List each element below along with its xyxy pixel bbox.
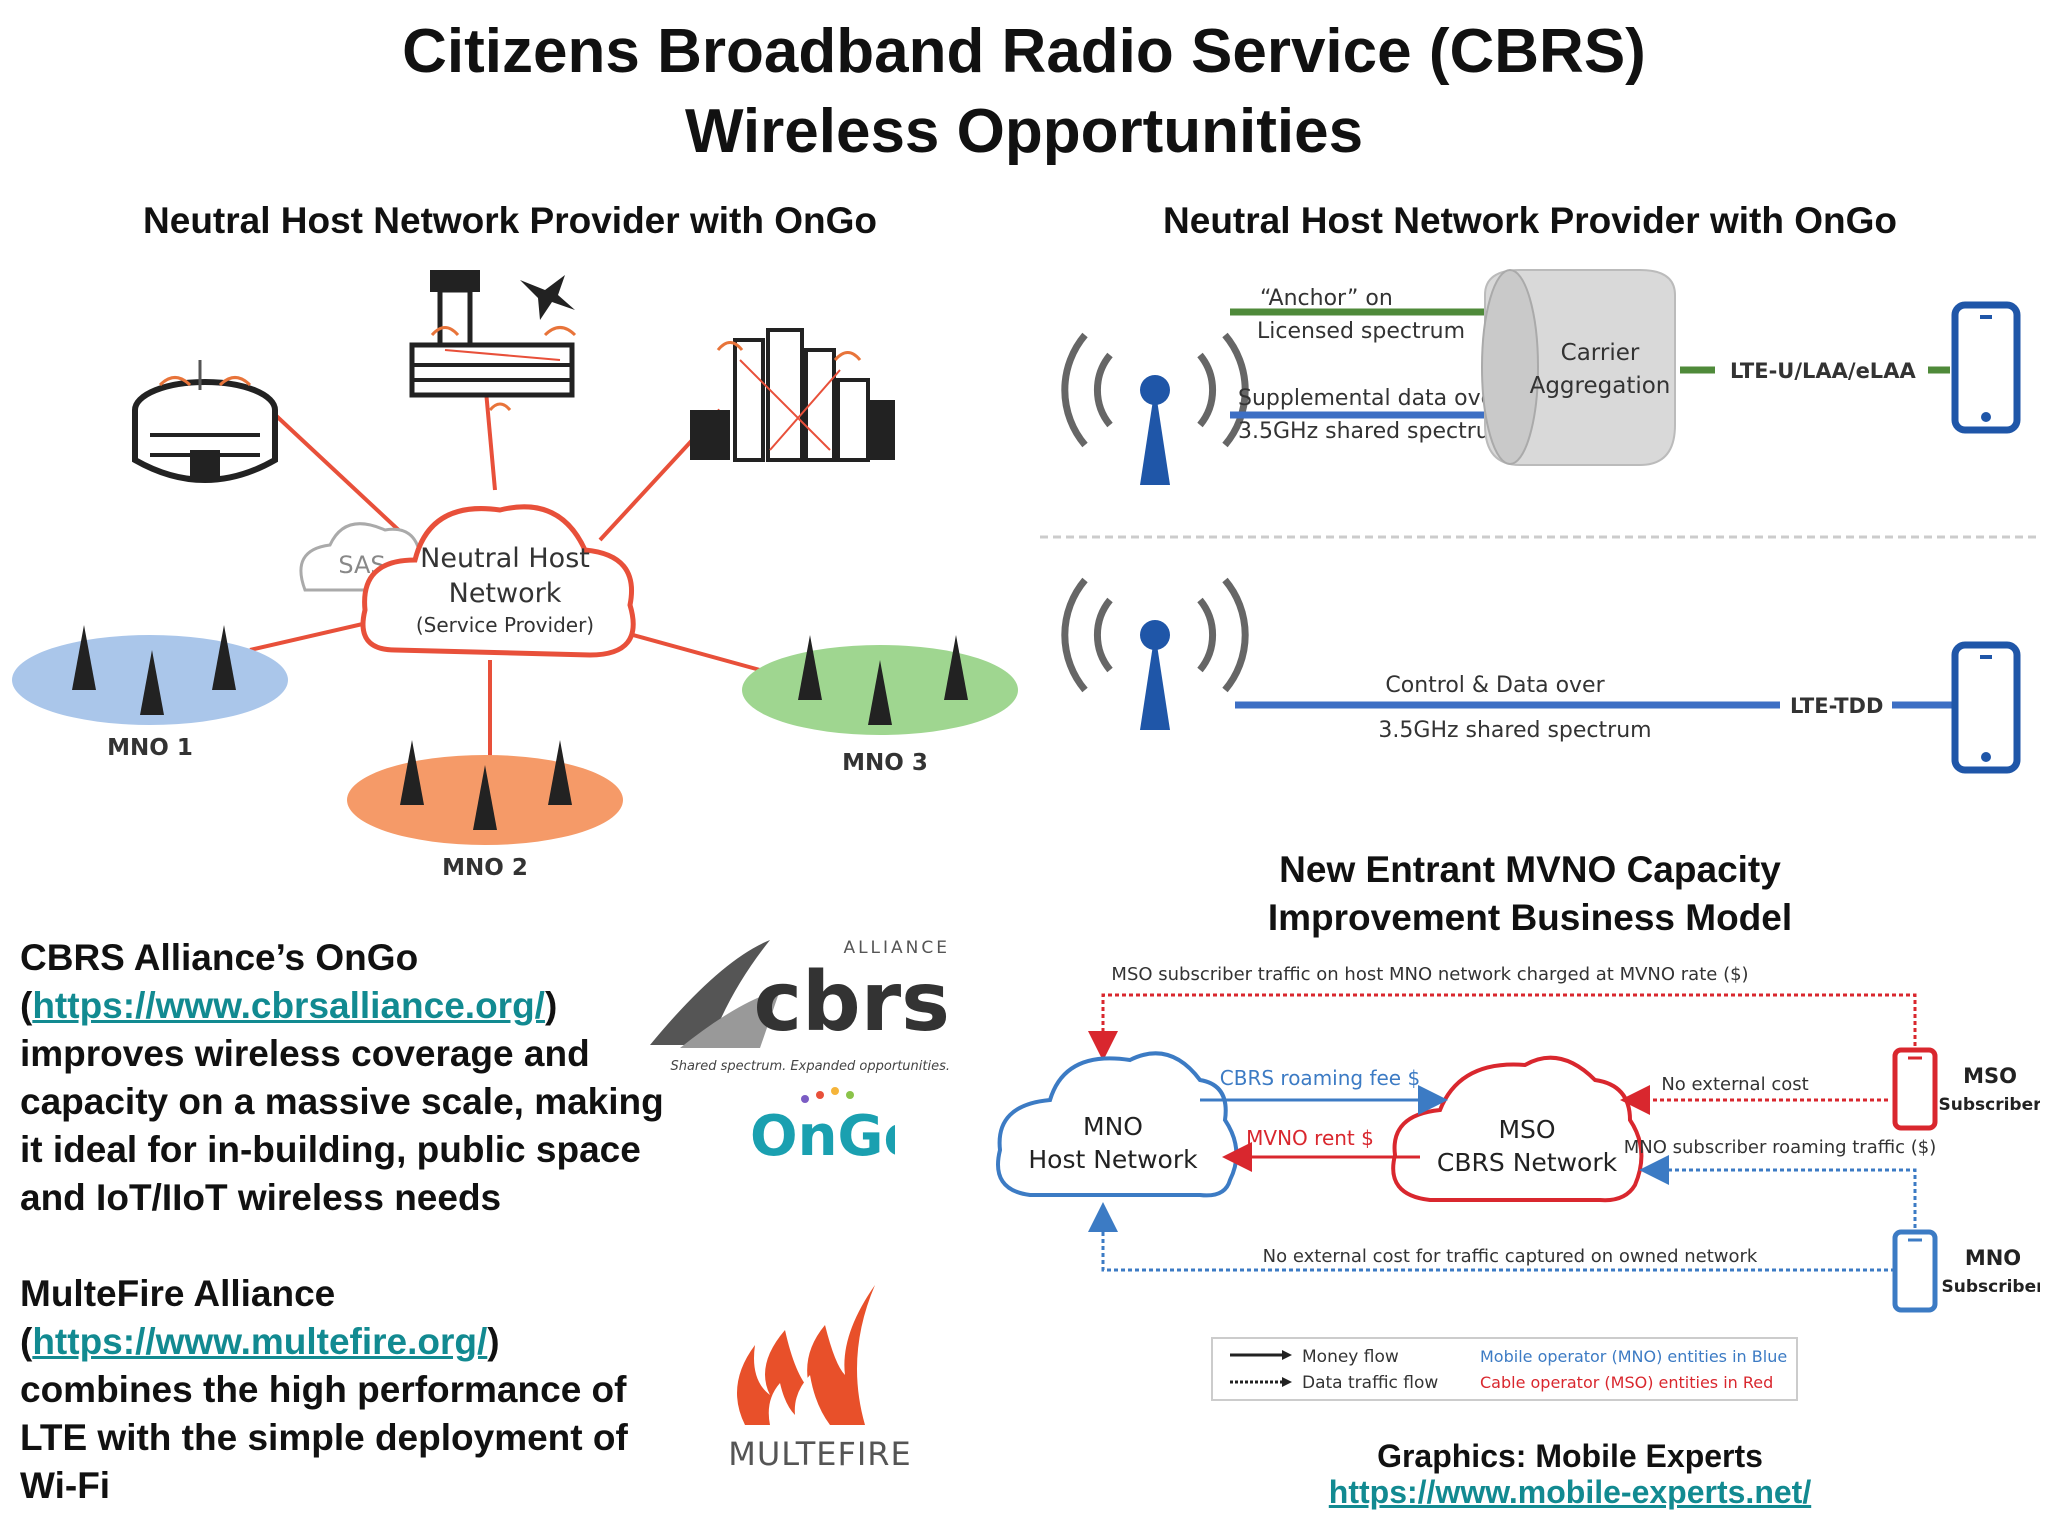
cbrs-description: CBRS Alliance’s OnGo (https://www.cbrsal… (20, 934, 720, 1222)
mvno-rent-label: MVNO rent $ (1246, 1126, 1374, 1150)
tower-icon-top (1061, 332, 1249, 485)
cbrs-line-3: improves wireless coverage and (20, 1033, 590, 1074)
mf-paren-open: ( (20, 1321, 33, 1362)
hub-line-2: Network (449, 578, 562, 609)
credits: Graphics: Mobile Experts https://www.mob… (1290, 1438, 1850, 1510)
legend-blue: Mobile operator (MNO) entities in Blue (1480, 1347, 1787, 1366)
cbrs-line-1: CBRS Alliance’s OnGo (20, 937, 419, 978)
anchor-line-1: “Anchor” on (1260, 286, 1393, 311)
mvno-heading-line-1: New Entrant MVNO Capacity (1279, 849, 1781, 890)
title-line-1: Citizens Broadband Radio Service (CBRS) (402, 17, 1646, 86)
mso-sub-line-2: Subscriber (1938, 1095, 2040, 1115)
mf-line-5: Wi-Fi (20, 1465, 111, 1506)
mf-line-1: MulteFire Alliance (20, 1273, 336, 1314)
legend-data: Data traffic flow (1302, 1373, 1438, 1393)
airport-icon (409, 270, 577, 412)
mvno-heading-line-2: Improvement Business Model (1267, 897, 1793, 938)
mf-line-3: combines the high performance of (20, 1369, 627, 1410)
multefire-description: MulteFire Alliance (https://www.multefir… (20, 1270, 720, 1510)
mno1-label: MNO 1 (107, 735, 193, 761)
mf-line-4: LTE with the simple deployment of (20, 1417, 628, 1458)
phone-icon-top (1951, 301, 2021, 434)
mso-phone-icon (1892, 1047, 1938, 1131)
control-line-2: 3.5GHz shared spectrum (1378, 718, 1651, 743)
cbrs-line-2: (https://www.cbrsalliance.org/) (20, 982, 720, 1030)
carrier-line-2: Aggregation (1530, 373, 1671, 399)
carrier-aggregation-cylinder (1481, 269, 1676, 466)
mno-host-line-2: Host Network (1028, 1145, 1198, 1174)
tower-icon-bottom (1061, 577, 1249, 730)
mno2-towers (400, 740, 572, 830)
lte-tdd-label: LTE-TDD (1790, 694, 1883, 718)
left-diagram-heading: Neutral Host Network Provider with OnGo (143, 200, 877, 241)
carrier-aggregation-diagram: “Anchor” on Licensed spectrum Supplement… (1040, 269, 2040, 774)
page-title: Citizens Broadband Radio Service (CBRS) … (0, 12, 2048, 172)
phone-icon-bottom (1951, 641, 2021, 774)
legend (1211, 1337, 1798, 1401)
control-line-1: Control & Data over (1385, 673, 1605, 698)
credits-graphics: Graphics: Mobile Experts (1377, 1438, 1763, 1474)
mso-sub-line-1: MSO (1963, 1064, 2017, 1088)
mno2-label: MNO 2 (442, 855, 528, 881)
owned-network-flow (1088, 1202, 1895, 1272)
mvno-business-model-diagram: MSO subscriber traffic on host MNO netwo… (996, 964, 2040, 1401)
mno1-towers (72, 625, 236, 715)
cbrs-alliance-link[interactable]: https://www.cbrsalliance.org/ (32, 985, 545, 1026)
mno-phone-icon (1892, 1229, 1938, 1313)
cbrs-paren-close: ) (544, 985, 558, 1026)
mso-cbrs-line-1: MSO (1498, 1115, 1555, 1144)
cbrs-logo-tagline: Shared spectrum. Expanded opportunities. (670, 1059, 950, 1074)
neutral-host-diagram: SAS Neutral Host Network (Service Provid… (12, 270, 1018, 881)
anchor-line-2: Licensed spectrum (1257, 319, 1465, 344)
mno-sub-line-2: Subscriber (1941, 1277, 2040, 1297)
roaming-traffic-label: MNO subscriber roaming traffic ($) (1624, 1137, 1937, 1158)
supp-line-2: 3.5GHz shared spectrum (1238, 419, 1511, 444)
top-flow-label: MSO subscriber traffic on host MNO netwo… (1111, 964, 1748, 985)
mvno-heading: New Entrant MVNO Capacity Improvement Bu… (1150, 846, 1910, 942)
title-line-2: Wireless Opportunities (684, 97, 1364, 166)
mso-traffic-flow (1088, 993, 1917, 1061)
mno-host-line-1: MNO (1083, 1112, 1143, 1141)
ongo-logo-word: OnGo (750, 1104, 895, 1165)
cbrs-line-5: it ideal for in-building, public space (20, 1129, 641, 1170)
stadium-icon (132, 360, 278, 483)
multefire-logo: MULTEFIRE (728, 1285, 912, 1473)
ongo-logo: OnGo (750, 1087, 895, 1165)
no-external-label: No external cost (1661, 1074, 1808, 1095)
cbrs-line-4: capacity on a massive scale, making (20, 1081, 664, 1122)
multefire-logo-word: MULTEFIRE (728, 1435, 912, 1473)
legend-money: Money flow (1302, 1347, 1399, 1367)
multefire-link[interactable]: https://www.multefire.org/ (32, 1321, 488, 1362)
legend-red: Cable operator (MSO) entities in Red (1480, 1373, 1773, 1392)
right-top-heading: Neutral Host Network Provider with OnGo (1163, 200, 1897, 241)
cbrs-alliance-logo: ALLIANCE cbrs Shared spectrum. Expanded … (650, 938, 950, 1074)
mno-sub-line-1: MNO (1965, 1246, 2021, 1270)
city-icon (690, 328, 895, 462)
mno3-towers (798, 635, 968, 725)
mf-paren-close: ) (487, 1321, 500, 1362)
mf-line-2: (https://www.multefire.org/) (20, 1318, 720, 1366)
mno3-label: MNO 3 (842, 750, 928, 776)
cbrs-logo-word: cbrs (753, 955, 950, 1050)
mso-cbrs-line-2: CBRS Network (1437, 1148, 1618, 1177)
bottom-flow-label: No external cost for traffic captured on… (1263, 1246, 1758, 1267)
cbrs-logo-alliance: ALLIANCE (843, 938, 950, 958)
hub-line-1: Neutral Host (420, 543, 590, 574)
neutral-host-cloud (360, 504, 636, 658)
lte-u-label: LTE-U/LAA/eLAA (1730, 359, 1916, 383)
mso-cbrs-cloud (1391, 1055, 1644, 1203)
supp-line-1: Supplemental data over (1238, 386, 1504, 411)
carrier-line-1: Carrier (1561, 340, 1640, 366)
roaming-traffic-flow (1639, 1155, 1917, 1235)
cbrs-paren-open: ( (20, 985, 33, 1026)
cbrs-line-6: and IoT/IIoT wireless needs (20, 1177, 502, 1218)
hub-line-3: (Service Provider) (416, 613, 594, 637)
mobile-experts-link[interactable]: https://www.mobile-experts.net/ (1328, 1474, 1812, 1510)
cbrs-fee-label: CBRS roaming fee $ (1220, 1066, 1420, 1090)
